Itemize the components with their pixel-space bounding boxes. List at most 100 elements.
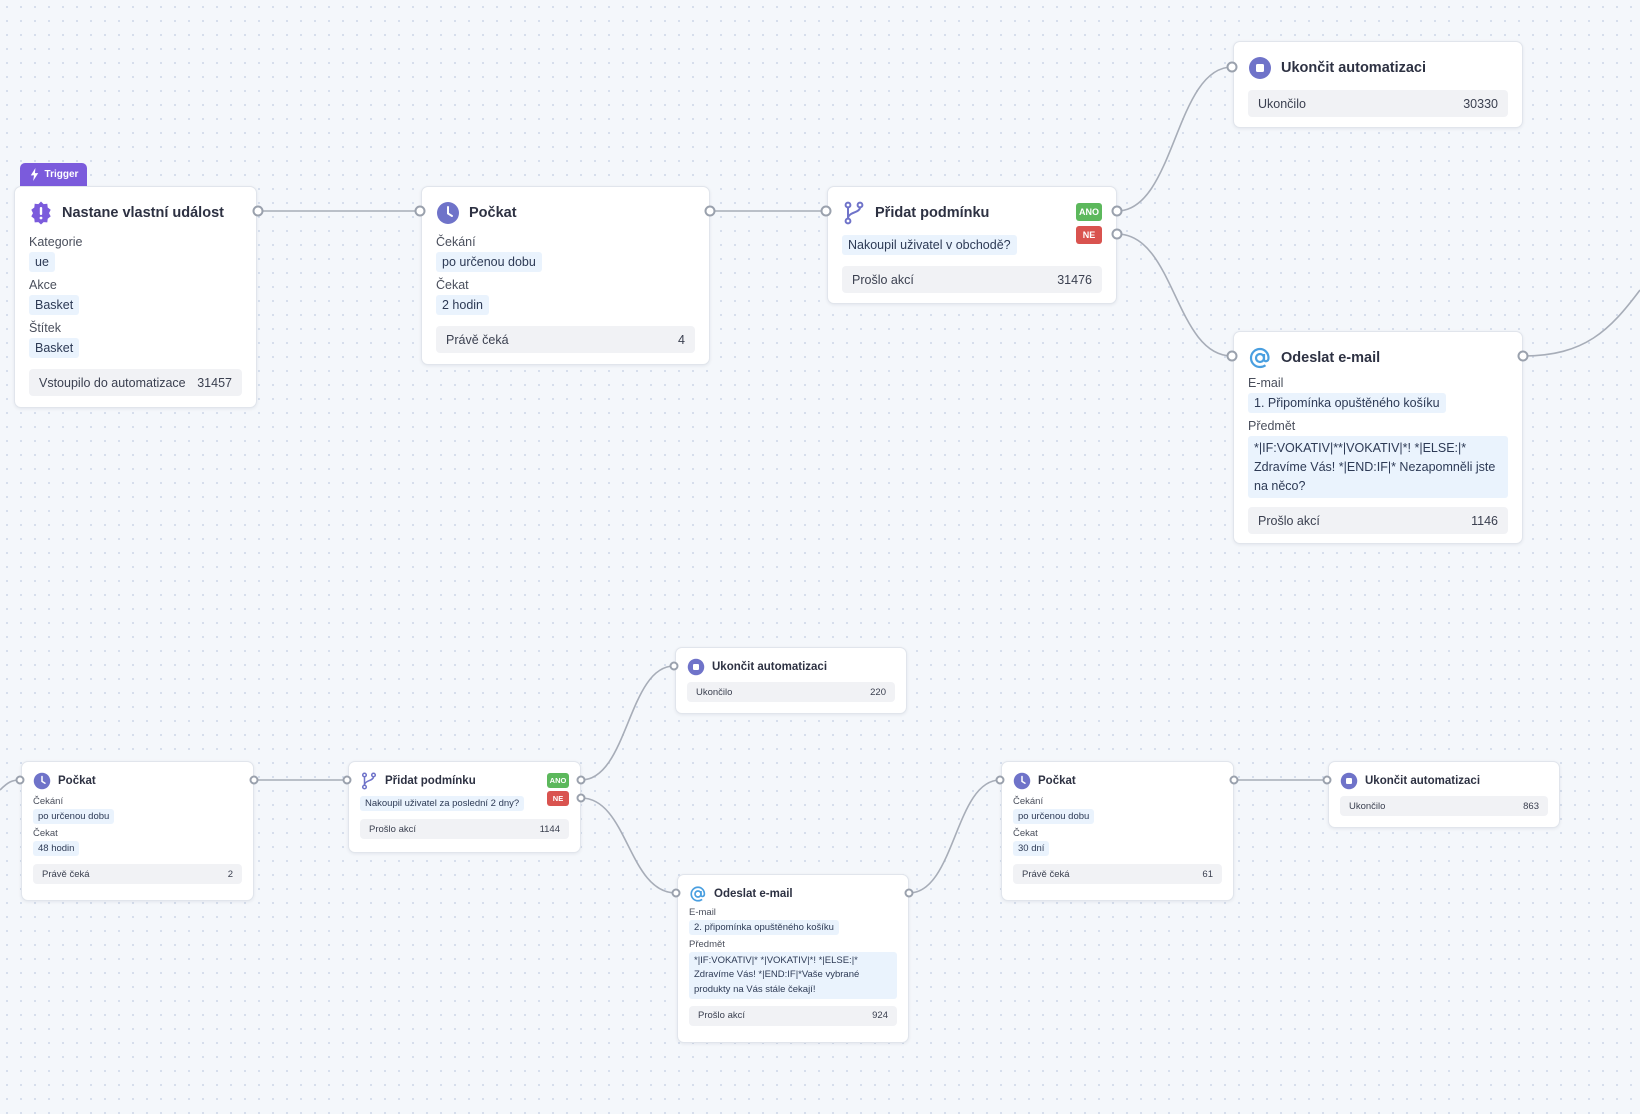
input-port[interactable] bbox=[995, 775, 1005, 785]
alert-badge-icon bbox=[29, 201, 53, 225]
stat-row: Prošlo akcí 31476 bbox=[842, 266, 1102, 293]
stat-value: 2 bbox=[227, 868, 233, 880]
node-title: Nastane vlastní událost bbox=[62, 205, 224, 221]
field-label-predmet: Předmět bbox=[689, 939, 725, 950]
field-label-email: E-mail bbox=[689, 907, 716, 918]
node-title: Ukončit automatizaci bbox=[1365, 775, 1481, 787]
stat-value: 924 bbox=[872, 1010, 888, 1022]
field-label-cekani: Čekání bbox=[33, 796, 64, 807]
field-label-akce: Akce bbox=[29, 278, 57, 292]
field-value-akce: Basket bbox=[29, 295, 80, 315]
stat-row: Vstoupilo do automatizace 31457 bbox=[29, 369, 242, 396]
field-value-cekani: po určenou dobu bbox=[33, 809, 115, 824]
stat-row: Ukončilo 220 bbox=[687, 682, 895, 702]
stat-value: 30330 bbox=[1463, 96, 1498, 111]
node-email-2[interactable]: Odeslat e-mail E-mail 2. připomínka opuš… bbox=[677, 874, 909, 1043]
no-output-port[interactable] bbox=[576, 793, 586, 803]
stat-row: Právě čeká 4 bbox=[436, 326, 695, 353]
node-email-1[interactable]: Odeslat e-mail E-mail 1. Připomínka opuš… bbox=[1233, 331, 1523, 544]
at-icon bbox=[1248, 346, 1272, 370]
node-trigger[interactable]: Nastane vlastní událost Kategorie ue Akc… bbox=[14, 186, 257, 408]
node-title: Odeslat e-mail bbox=[714, 888, 793, 900]
node-condition-2[interactable]: Přidat podmínku ANO NE Nakoupil uživatel… bbox=[348, 761, 581, 853]
stat-value: 31476 bbox=[1057, 272, 1092, 287]
stat-value: 1146 bbox=[1471, 513, 1498, 528]
input-port[interactable] bbox=[15, 775, 25, 785]
input-port[interactable] bbox=[414, 205, 426, 217]
field-label-cekat: Čekat bbox=[436, 278, 469, 292]
input-port[interactable] bbox=[342, 775, 352, 785]
branch-icon bbox=[842, 201, 866, 225]
field-label-cekat: Čekat bbox=[1013, 828, 1038, 839]
node-end-3[interactable]: Ukončit automatizaci Ukončilo 863 bbox=[1328, 761, 1560, 828]
stat-value: 1144 bbox=[539, 823, 560, 835]
no-badge: NE bbox=[547, 791, 569, 806]
field-label-kategorie: Kategorie bbox=[29, 235, 83, 249]
field-value-cekat: 2 hodin bbox=[436, 295, 490, 315]
output-port[interactable] bbox=[252, 205, 264, 217]
node-title: Ukončit automatizaci bbox=[1281, 60, 1427, 76]
stop-icon bbox=[1248, 56, 1272, 80]
wire-email2-wait3 bbox=[908, 779, 1001, 894]
stat-row: Prošlo akcí 1146 bbox=[1248, 507, 1508, 535]
stat-label: Ukončilo bbox=[1258, 96, 1306, 111]
field-label-cekat: Čekat bbox=[33, 828, 58, 839]
yes-output-port[interactable] bbox=[576, 775, 586, 785]
field-label-email: E-mail bbox=[1248, 376, 1284, 390]
at-icon bbox=[689, 885, 707, 903]
input-port[interactable] bbox=[1322, 775, 1332, 785]
field-value-stitek: Basket bbox=[29, 338, 80, 358]
node-title: Ukončit automatizaci bbox=[712, 661, 828, 673]
yes-badge: ANO bbox=[547, 773, 569, 788]
input-port[interactable] bbox=[1226, 61, 1238, 73]
branch-icon bbox=[360, 772, 378, 790]
stat-label: Právě čeká bbox=[42, 868, 90, 880]
stat-row: Prošlo akcí 1144 bbox=[360, 819, 569, 839]
node-title: Přidat podmínku bbox=[875, 205, 990, 221]
field-value-email: 1. Připomínka opuštěného košíku bbox=[1248, 393, 1446, 413]
node-end-2[interactable]: Ukončit automatizaci Ukončilo 220 bbox=[675, 647, 907, 714]
stat-label: Prošlo akcí bbox=[1258, 513, 1320, 528]
input-port[interactable] bbox=[671, 888, 681, 898]
stat-row: Ukončilo 863 bbox=[1340, 796, 1548, 816]
field-label-predmet: Předmět bbox=[1248, 419, 1296, 433]
node-condition-1[interactable]: Přidat podmínku ANO NE Nakoupil uživatel… bbox=[827, 186, 1117, 304]
no-output-port[interactable] bbox=[1111, 228, 1123, 240]
node-title: Přidat podmínku bbox=[385, 775, 476, 787]
output-port[interactable] bbox=[904, 888, 914, 898]
field-value-cekani: po určenou dobu bbox=[1013, 809, 1095, 824]
field-label-cekani: Čekání bbox=[1013, 796, 1044, 807]
field-value-cekat: 30 dní bbox=[1013, 841, 1050, 856]
output-port[interactable] bbox=[1229, 775, 1239, 785]
field-value-email: 2. připomínka opuštěného košíku bbox=[689, 920, 839, 935]
yes-output-port[interactable] bbox=[1111, 205, 1123, 217]
yes-badge: ANO bbox=[1076, 203, 1102, 221]
stat-row: Prošlo akcí 924 bbox=[689, 1005, 897, 1026]
stat-label: Právě čeká bbox=[446, 332, 509, 347]
field-value-cekani: po určenou dobu bbox=[436, 252, 542, 272]
stat-row: Právě čeká 2 bbox=[33, 864, 242, 884]
wire-cond2-yes-end2 bbox=[580, 665, 675, 781]
input-port[interactable] bbox=[820, 205, 832, 217]
node-wait-3[interactable]: Počkat Čekání po určenou dobu Čekat 30 d… bbox=[1001, 761, 1234, 901]
no-badge: NE bbox=[1076, 226, 1102, 244]
wire-email1-offscreen bbox=[1522, 289, 1640, 357]
output-port[interactable] bbox=[249, 775, 259, 785]
node-title: Počkat bbox=[469, 205, 517, 221]
stop-icon bbox=[1340, 772, 1358, 790]
input-port[interactable] bbox=[669, 661, 679, 671]
node-wait-2[interactable]: Počkat Čekání po určenou dobu Čekat 48 h… bbox=[21, 761, 254, 901]
input-port[interactable] bbox=[1226, 350, 1238, 362]
field-value-predmet: *|IF:VOKATIV|* *|VOKATIV|*! *|ELSE:|* Zd… bbox=[689, 952, 897, 999]
stat-label: Prošlo akcí bbox=[852, 272, 914, 287]
stat-label: Ukončilo bbox=[1349, 800, 1386, 812]
node-wait-1[interactable]: Počkat Čekání po určenou dobu Čekat 2 ho… bbox=[421, 186, 710, 365]
wire-cond1-yes-end1 bbox=[1116, 66, 1233, 212]
node-title: Počkat bbox=[1038, 775, 1076, 787]
node-end-1[interactable]: Ukončit automatizaci Ukončilo 30330 bbox=[1233, 41, 1523, 128]
field-value-cekat: 48 hodin bbox=[33, 841, 80, 856]
stat-label: Právě čeká bbox=[1022, 868, 1070, 880]
stat-value: 61 bbox=[1202, 868, 1213, 880]
output-port[interactable] bbox=[704, 205, 716, 217]
output-port[interactable] bbox=[1517, 350, 1529, 362]
